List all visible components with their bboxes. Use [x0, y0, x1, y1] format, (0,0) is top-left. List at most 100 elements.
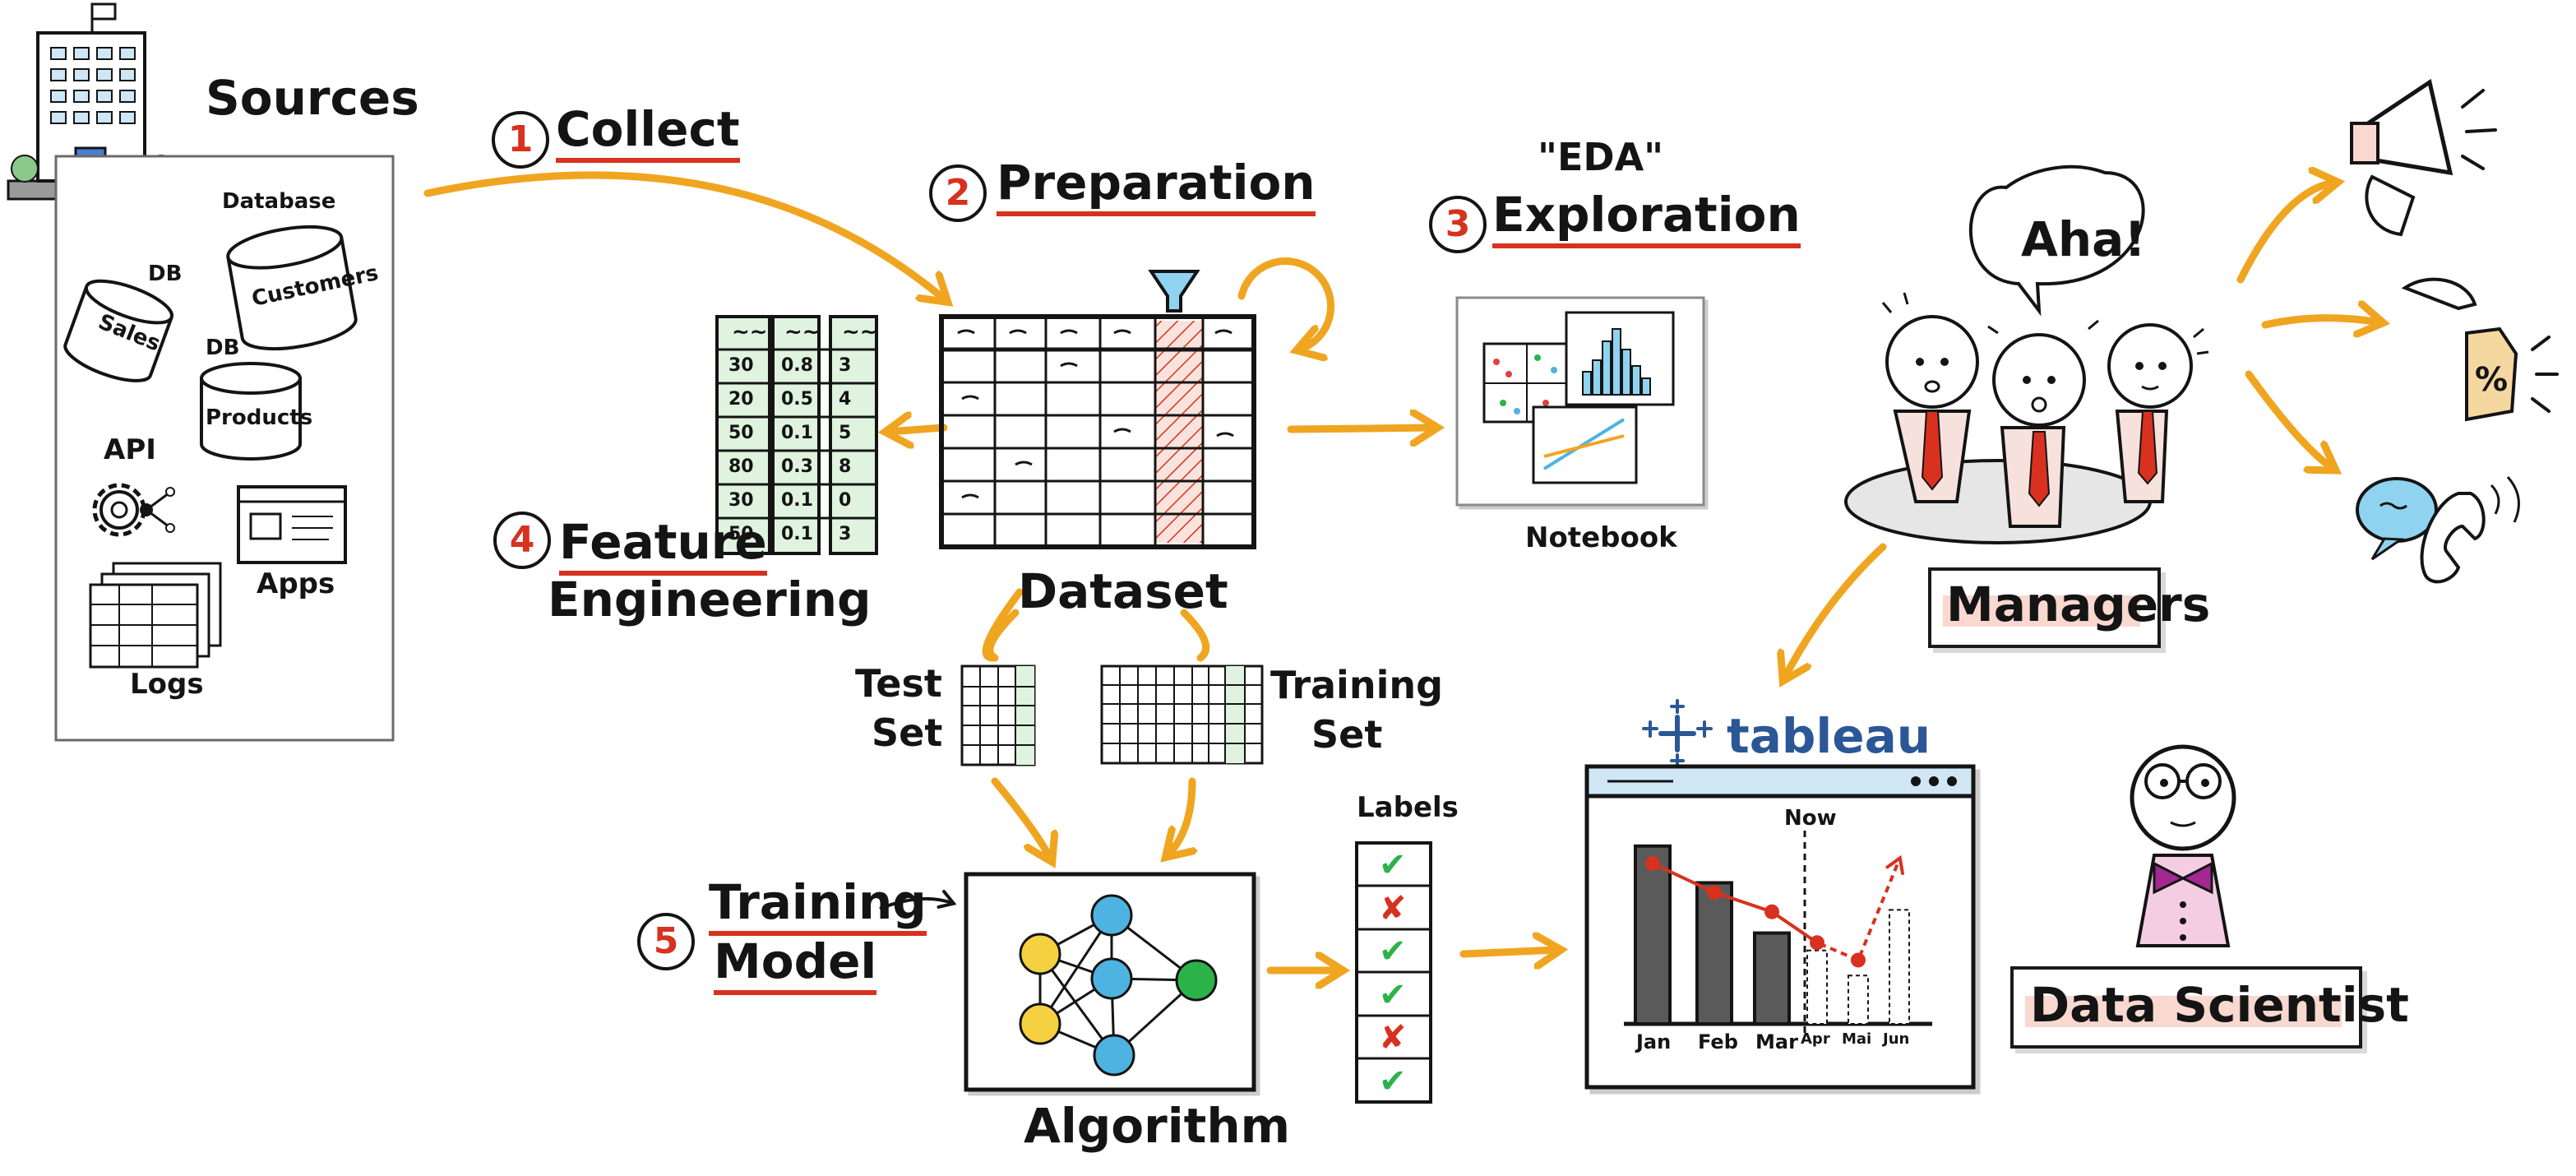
feature-cell: 80 [728, 456, 754, 477]
step-1-badge: 1 [492, 111, 549, 169]
step-3-label: Exploration [1492, 191, 1801, 248]
products-label: Products [206, 405, 313, 430]
step-3-badge: 3 [1429, 196, 1487, 253]
managers-box: Managers [1928, 567, 2210, 648]
feature-cell: 3 [839, 524, 852, 544]
feature-table-grid [715, 315, 878, 555]
feature-cell: 50 [728, 524, 754, 544]
database-label: Database [222, 189, 336, 214]
labels-title: Labels [1357, 791, 1459, 824]
data-scientist-box: Data Scientist [2010, 966, 2409, 1049]
check-mark-icon: ✔ [1379, 846, 1407, 884]
dataset-label: Dataset [1018, 563, 1228, 619]
feature-cell: 30 [728, 355, 754, 376]
now-label: Now [1784, 806, 1837, 831]
tableau-brand: tableau [1727, 708, 1931, 764]
step-1-label: Collect [556, 105, 740, 163]
managers-illustration [1844, 164, 2209, 544]
products-database-icon [200, 362, 302, 461]
step-2-badge: 2 [929, 164, 987, 222]
gear-icon [92, 483, 175, 537]
feature-cell: 8 [839, 456, 852, 477]
month-tick-label: Jun [1883, 1030, 1910, 1048]
month-tick-label: Mai [1842, 1030, 1872, 1048]
db-label-2: DB [206, 336, 240, 360]
training-arrow [879, 890, 957, 910]
phone-icon [2356, 476, 2520, 584]
test-set-table [960, 664, 1036, 766]
forecast-bar [1889, 909, 1910, 1025]
apps-label: Apps [257, 567, 335, 600]
month-tick-label: Jan [1636, 1030, 1672, 1053]
feature-cell: 0.1 [781, 490, 813, 511]
customers-database-icon [226, 225, 358, 351]
neural-network-illustration [964, 872, 1256, 1092]
trend-point [1810, 935, 1824, 951]
aha-speech-bubble [1968, 164, 2145, 317]
actual-bar [1634, 844, 1672, 1026]
step-5-label: Training [709, 878, 927, 936]
trend-point [1851, 952, 1866, 968]
step-5-label-2: Model [714, 938, 877, 995]
test-label-2: Set [872, 711, 943, 755]
feature-header-cell: ~~ [784, 320, 821, 345]
feature-cell: 0.1 [781, 524, 813, 544]
algorithm-label: Algorithm [1024, 1098, 1291, 1154]
cross-mark-icon: ✘ [1379, 889, 1407, 928]
check-mark-icon: ✔ [1379, 975, 1407, 1014]
notebook-illustration [1455, 296, 1705, 507]
megaphone-icon [2350, 78, 2497, 237]
feature-cell: 20 [728, 389, 754, 410]
feature-cell: 0.8 [781, 355, 813, 376]
feature-cell: 5 [839, 423, 852, 443]
training-set-table [1100, 664, 1264, 765]
feature-cell: 3 [839, 355, 852, 376]
cross-mark-icon: ✘ [1379, 1019, 1407, 1057]
step-4-label-2: Engineering [548, 572, 872, 627]
db-label-1: DB [148, 262, 183, 286]
check-mark-icon: ✔ [1379, 1062, 1407, 1100]
filter-funnel-icon [1148, 270, 1200, 313]
feature-cell: 4 [839, 389, 852, 410]
actual-bar [1695, 881, 1733, 1026]
trend-point [1707, 885, 1722, 901]
feature-header-cell: ~~ [842, 320, 878, 345]
svg-text:%: % [2475, 361, 2508, 399]
feature-header-cell: ~~ [732, 320, 768, 345]
labels-column [1355, 841, 1432, 1104]
data-scientist-label: Data Scientist [2030, 977, 2409, 1033]
feature-cell: 0.3 [781, 456, 813, 477]
tableau-dashboard [1584, 764, 1976, 1090]
training-set-label-2: Set [1311, 712, 1383, 757]
eda-label: "EDA" [1538, 135, 1664, 179]
test-label-1: Test [855, 661, 942, 706]
tableau-logo-icon [1642, 699, 1713, 768]
apps-window-icon [237, 485, 347, 564]
notebook-label: Notebook [1525, 521, 1677, 554]
month-tick-label: Feb [1698, 1030, 1738, 1053]
api-label: API [104, 433, 156, 466]
step-4-label: Feature [559, 518, 767, 576]
logs-label: Logs [130, 668, 204, 701]
trend-point [1645, 855, 1660, 871]
step-2-label: Preparation [997, 159, 1316, 216]
training-set-label-1: Training [1270, 663, 1444, 707]
month-tick-label: Mar [1755, 1030, 1798, 1053]
step-5-badge: 5 [637, 913, 695, 970]
dataset-table [939, 314, 1256, 549]
step-4-badge: 4 [493, 512, 551, 569]
aha-label: Aha! [2021, 211, 2146, 267]
actual-bar [1753, 931, 1791, 1026]
check-mark-icon: ✔ [1379, 933, 1407, 970]
flow-arrows [423, 175, 2380, 970]
month-tick-label: Apr [1801, 1030, 1830, 1048]
trend-point [1764, 904, 1779, 919]
forecast-bar [1848, 975, 1869, 1025]
feature-cell: 0.1 [781, 423, 813, 443]
price-tag-icon: % [2401, 277, 2559, 422]
forecast-bar [1806, 949, 1828, 1025]
feature-cell: 0.5 [781, 389, 813, 410]
sources-title: Sources [206, 70, 419, 126]
